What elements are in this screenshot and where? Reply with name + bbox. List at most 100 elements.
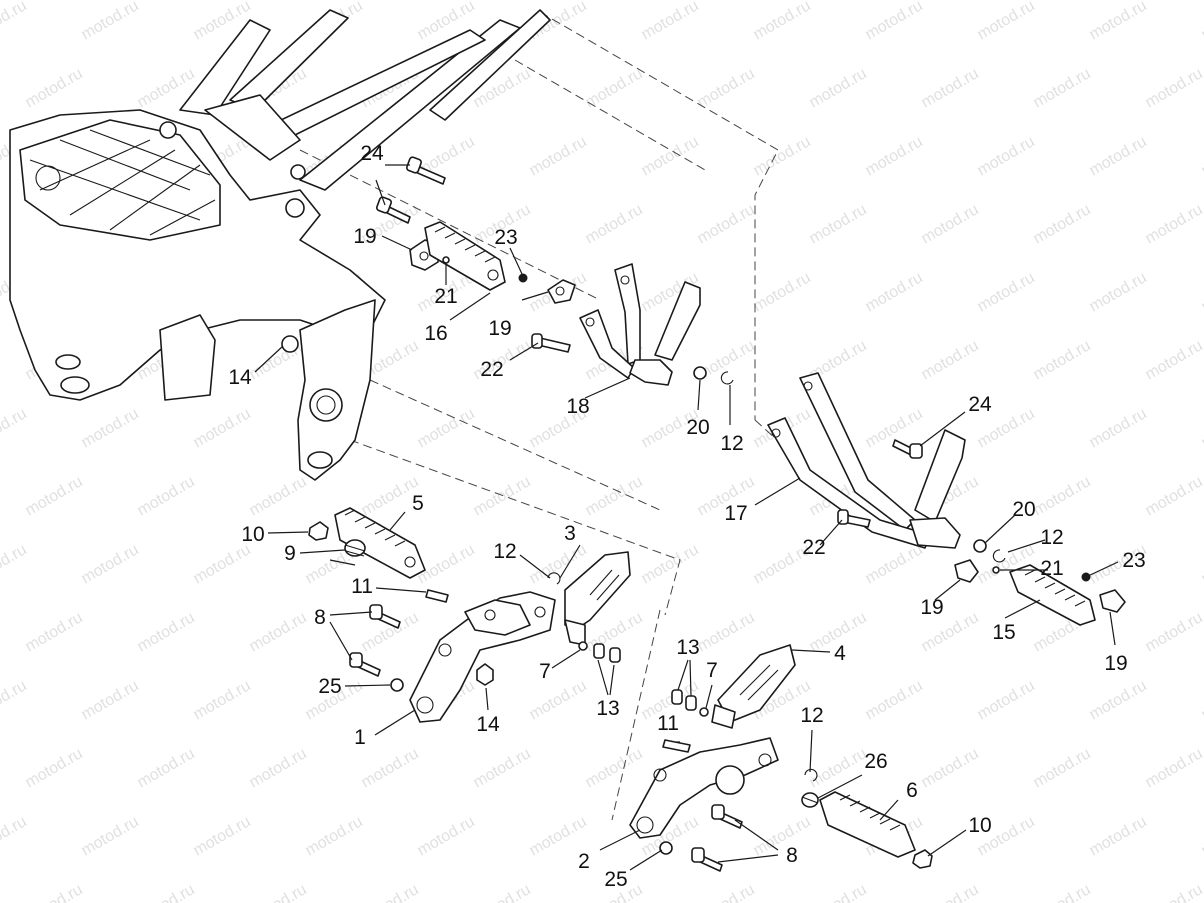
bolt-24-right (892, 439, 923, 459)
watermark-text: motod.ru (1142, 65, 1204, 111)
callout-2: 2 (578, 850, 590, 873)
ball-23-upper (518, 273, 528, 283)
watermark-text: motod.ru (134, 745, 197, 791)
pin-22-upper (531, 333, 571, 353)
watermark-text: motod.ru (78, 813, 141, 859)
callout-12: 12 (1040, 526, 1063, 549)
watermark-text: motod.ru (190, 677, 253, 723)
watermark-text: motod.ru (414, 813, 477, 859)
watermark-text: motod.ru (1030, 881, 1093, 903)
watermark-text: motod.ru (1198, 0, 1204, 43)
watermark-text: motod.ru (1142, 473, 1204, 519)
watermark-text: motod.ru (246, 745, 309, 791)
watermark-text: motod.ru (470, 745, 533, 791)
watermark-text: motod.ru (918, 745, 981, 791)
callout-1: 1 (354, 726, 366, 749)
footpeg-5 (334, 507, 426, 579)
watermark-text: motod.ru (974, 269, 1037, 315)
spring-26 (801, 792, 819, 808)
callout-20: 20 (686, 416, 709, 439)
callout-14: 14 (228, 366, 252, 389)
callout-9: 9 (284, 542, 296, 565)
callout-24: 24 (360, 142, 384, 165)
watermark-text: motod.ru (358, 745, 421, 791)
watermark-text: motod.ru (1030, 337, 1093, 383)
callout-12: 12 (493, 540, 516, 563)
watermark-text: motod.ru (190, 405, 253, 451)
watermark-text: motod.ru (78, 677, 141, 723)
plate-19-right-b (1099, 589, 1126, 613)
watermark-text: motod.ru (78, 541, 141, 587)
watermark-text: motod.ru (1198, 677, 1204, 723)
heel-plate-4 (711, 644, 796, 729)
callout-26: 26 (864, 750, 887, 773)
callout-10: 10 (241, 523, 264, 546)
watermark-text: motod.ru (1142, 745, 1204, 791)
watermark-text: motod.ru (1198, 813, 1204, 859)
watermark-text: motod.ru (862, 133, 925, 179)
bracket-2 (629, 737, 779, 839)
watermark-text: motod.ru (1030, 745, 1093, 791)
callout-11: 11 (351, 575, 373, 598)
callout-23: 23 (494, 226, 517, 249)
watermark-text: motod.ru (582, 745, 645, 791)
callout-24: 24 (968, 393, 992, 416)
callout-10: 10 (968, 814, 991, 837)
washer-20-right (973, 539, 987, 553)
callout-12: 12 (720, 432, 743, 455)
callout-18: 18 (566, 395, 589, 418)
watermark-text: motod.ru (750, 269, 813, 315)
clip-12-left (547, 572, 561, 585)
watermark-text: motod.ru (1086, 677, 1149, 723)
callout-6: 6 (906, 779, 918, 802)
callout-5: 5 (412, 492, 424, 515)
watermark-text: motod.ru (918, 881, 981, 903)
watermark-text: motod.ru (806, 201, 869, 247)
pin-21-right (992, 566, 1000, 574)
watermark-text: motod.ru (750, 0, 813, 43)
callout-7: 7 (706, 659, 718, 682)
watermark-text: motod.ru (694, 201, 757, 247)
watermark-text: motod.ru (1142, 201, 1204, 247)
watermark-text: motod.ru (638, 0, 701, 43)
watermark-text: motod.ru (806, 745, 869, 791)
watermark-text: motod.ru (190, 813, 253, 859)
nut-14-left (476, 663, 494, 686)
watermark-text: motod.ru (0, 541, 30, 587)
bolt-24-upper (376, 156, 446, 224)
callout-21: 21 (434, 285, 457, 308)
washer-20-upper (693, 366, 707, 380)
callout-13: 13 (676, 636, 699, 659)
watermark-text: motod.ru (22, 609, 85, 655)
watermark-text: motod.ru (78, 0, 141, 43)
callout-8: 8 (786, 844, 798, 867)
watermark-text: motod.ru (974, 677, 1037, 723)
watermark-text: motod.ru (78, 405, 141, 451)
washer-7-right (699, 707, 709, 717)
callout-15: 15 (992, 621, 1015, 644)
watermark-text: motod.ru (918, 65, 981, 111)
callout-16: 16 (424, 322, 447, 345)
watermark-text: motod.ru (302, 813, 365, 859)
nut-14-upper (281, 335, 299, 353)
watermark-text: motod.ru (806, 65, 869, 111)
pin-22-right (837, 509, 871, 528)
watermark-text: motod.ru (526, 677, 589, 723)
callout-22: 22 (802, 536, 825, 559)
clip-12-upper (720, 371, 734, 385)
plate-19-right-a (954, 559, 979, 583)
watermark-text: motod.ru (750, 813, 813, 859)
clip-12-right-lower (804, 768, 818, 782)
washer-7-left (578, 641, 588, 651)
callout-19: 19 (353, 225, 376, 248)
watermark-text: motod.ru (862, 0, 925, 43)
pin-11-left (425, 589, 449, 603)
callout-8: 8 (314, 606, 326, 629)
washer-25-left (390, 678, 404, 692)
watermark-text: motod.ru (22, 473, 85, 519)
ball-23-right (1081, 572, 1091, 582)
frame (9, 9, 551, 481)
callout-13: 13 (596, 697, 619, 720)
watermark-text: motod.ru (22, 745, 85, 791)
